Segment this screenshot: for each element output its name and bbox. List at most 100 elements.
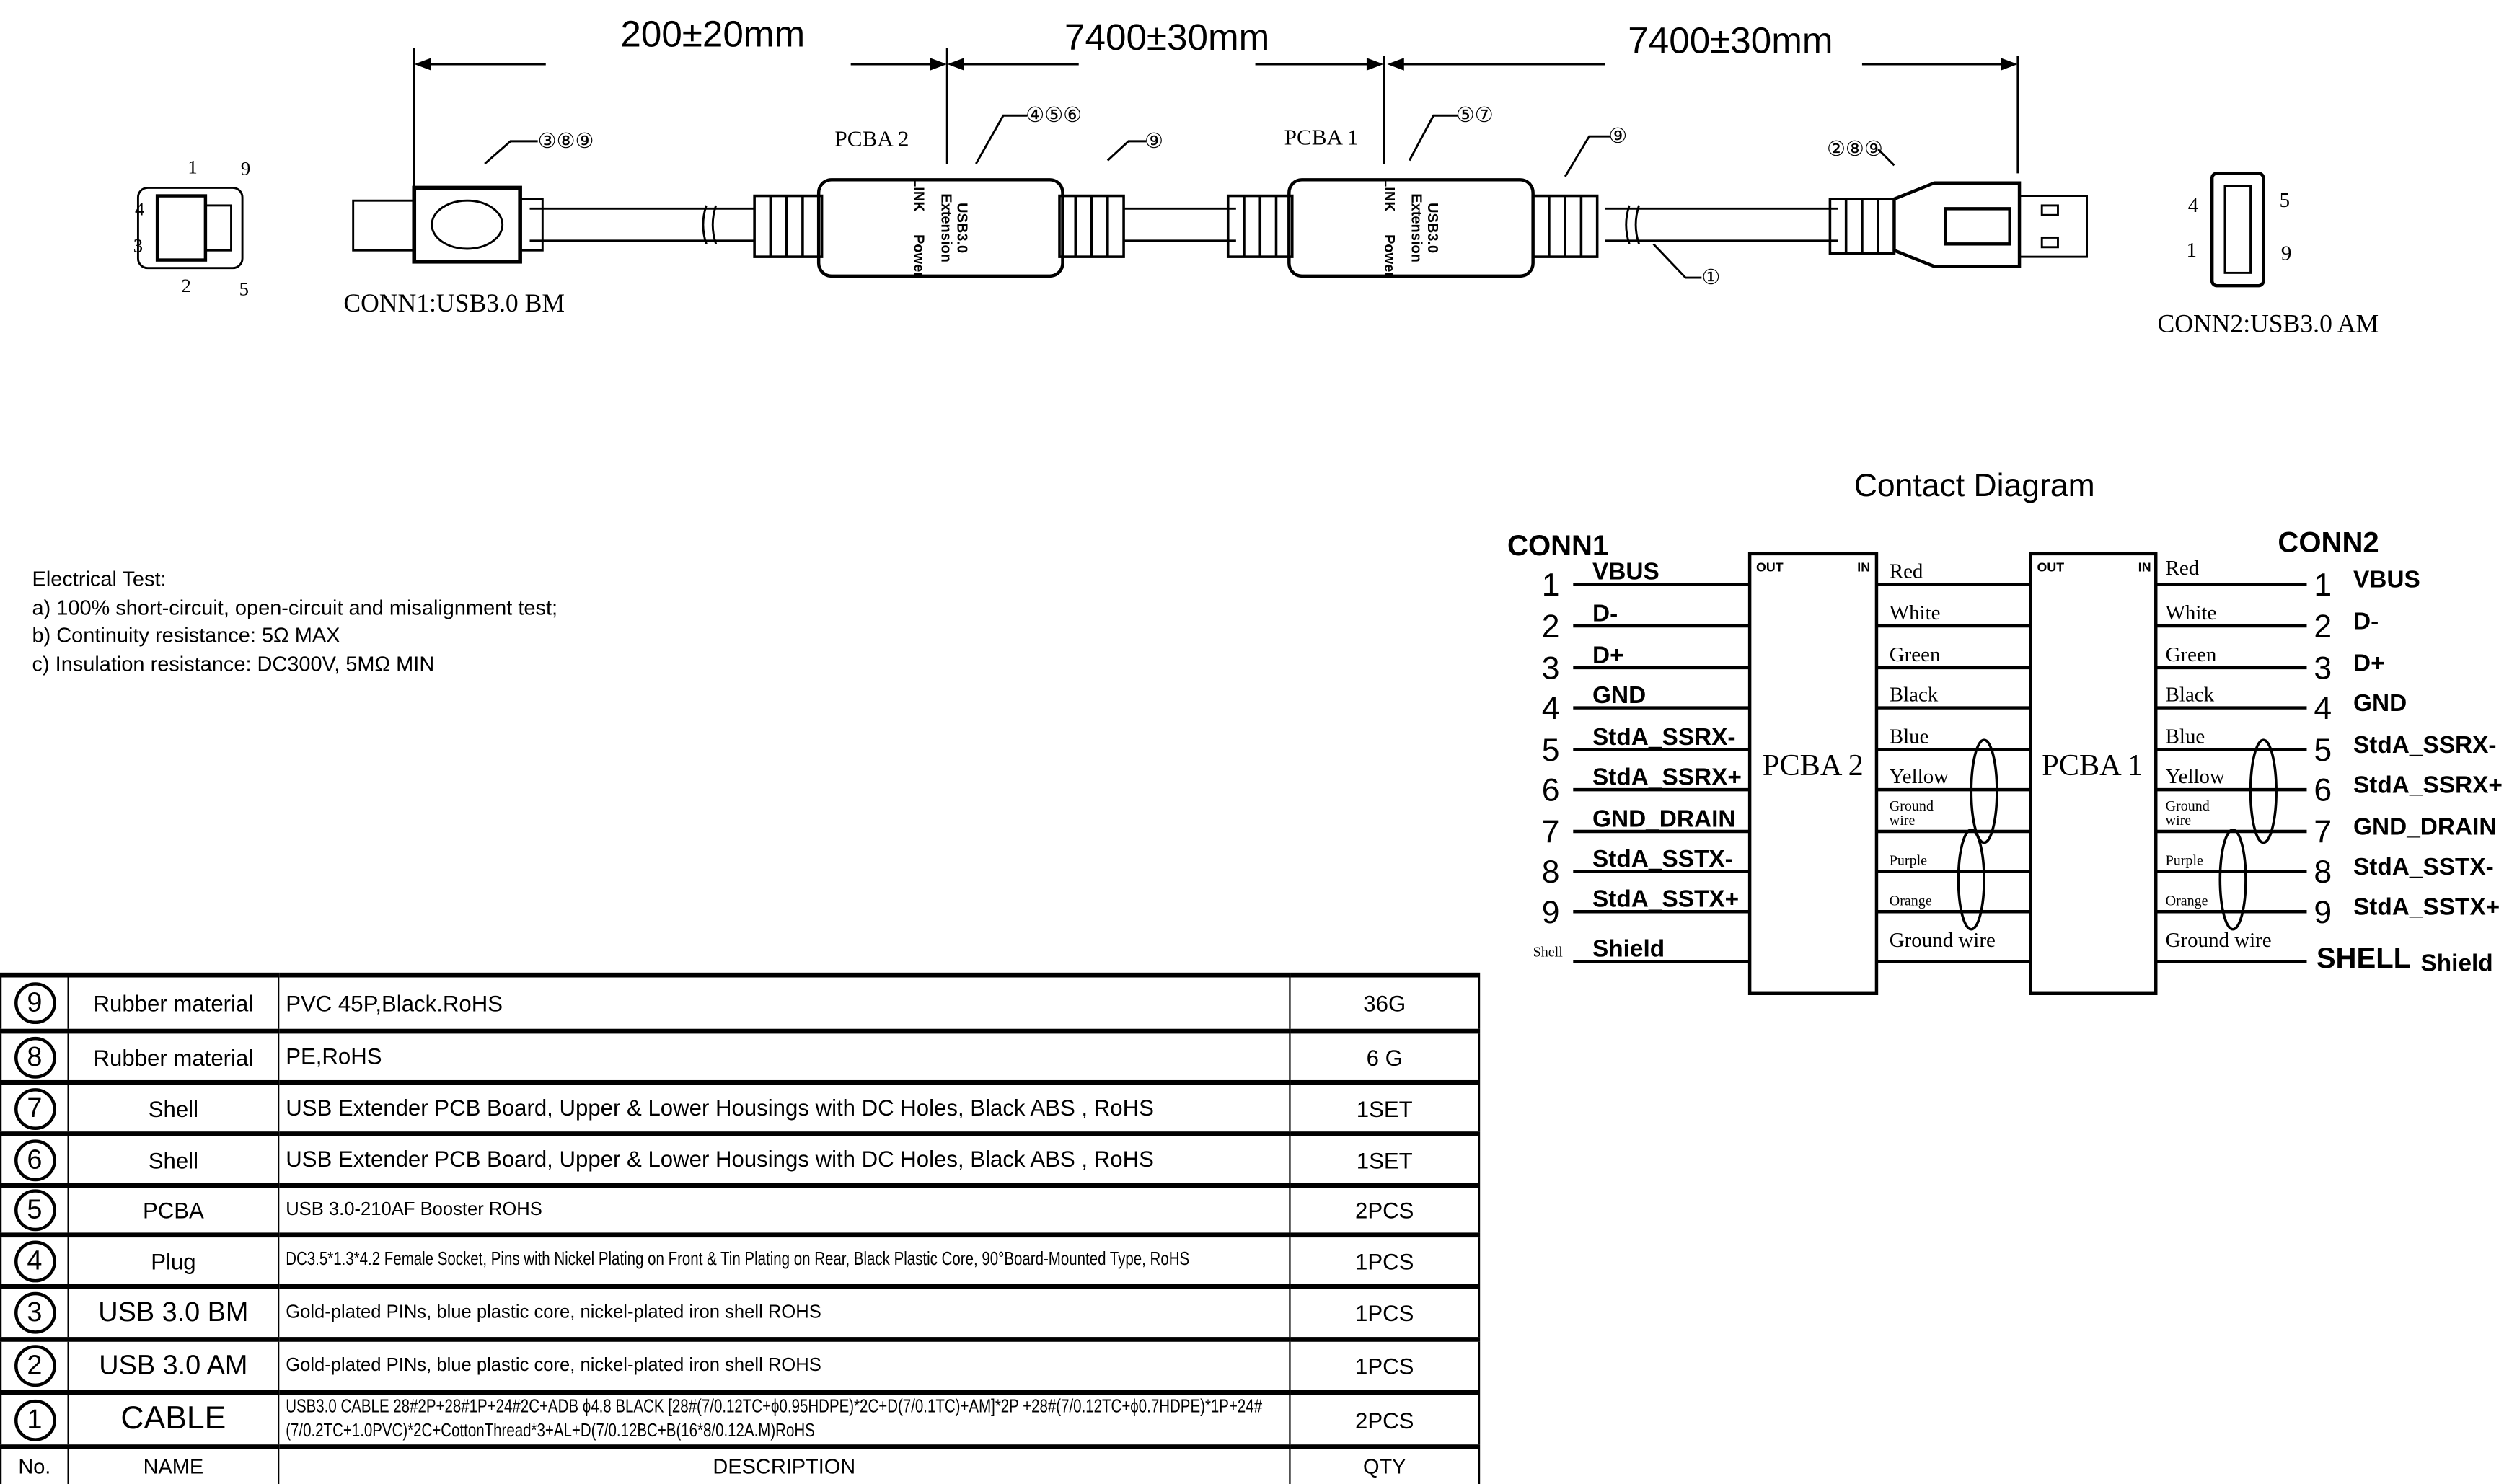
- cable: [529, 205, 1838, 244]
- electrical-test: Electrical Test: a) 100% short-circuit, …: [32, 565, 558, 677]
- pcba1-label: PCBA 1: [1284, 126, 1359, 151]
- wire-color-label: Purple: [1889, 852, 1928, 869]
- conn2-signal-label: D+: [2353, 650, 2385, 678]
- pcba2-label: PCBA 2: [834, 128, 909, 153]
- conn1-signal-label: StdA_SSRX-: [1592, 723, 1736, 751]
- item-number-cell: 4: [0, 1232, 69, 1286]
- pin-number: 1: [2186, 237, 2198, 262]
- item-name: USB 3.0 BM: [67, 1284, 280, 1340]
- item-description: PE,RoHS: [278, 1028, 1291, 1083]
- pin-number: 5: [2279, 187, 2291, 212]
- item-number: 5: [13, 1190, 56, 1232]
- conn1-label: CONN1:USB3.0 BM: [343, 290, 565, 318]
- item-name: Plug: [67, 1232, 280, 1286]
- item-number: 8: [13, 1035, 56, 1078]
- pin-number: 2: [181, 274, 191, 297]
- wire-color-label: Black: [2165, 681, 2215, 707]
- wire-color-label: Ground wire: [1889, 927, 1996, 952]
- item-description: PVC 45P,Black.RoHS: [278, 972, 1291, 1032]
- conn2-heading: CONN2: [2278, 526, 2379, 559]
- conn2-signal-label: StdA_SSRX-: [2353, 731, 2497, 759]
- dimension-line-2: [947, 58, 1384, 71]
- conn1-pin-number: Shell: [1533, 943, 1563, 960]
- conn2-pin-number: SHELL: [2316, 942, 2412, 975]
- item-number-cell: 1: [0, 1390, 69, 1447]
- conn1-heading: CONN1: [1507, 529, 1609, 562]
- conn1-pin-number: 9: [1541, 895, 1560, 931]
- item-number-cell: 2: [0, 1337, 69, 1392]
- power-led-label: Power: [1382, 234, 1398, 278]
- conn1-signal-label: StdA_SSTX+: [1592, 885, 1740, 914]
- wire-color-label: Ground wire: [1889, 798, 1934, 829]
- conn2-pin-number: 2: [2314, 609, 2332, 645]
- electrical-test-item: c) Insulation resistance: DC300V, 5MΩ MI…: [32, 650, 435, 675]
- callout: ⑨: [1608, 123, 1628, 148]
- wire-color-label: Yellow: [2165, 764, 2225, 788]
- dimension-label: 7400±30mm: [1064, 16, 1270, 58]
- item-qty: 1PCS: [1289, 1284, 1481, 1340]
- item-description-text: DC3.5*1.3*4.2 Female Socket, Pins with N…: [286, 1250, 1190, 1270]
- item-number: 3: [13, 1291, 56, 1334]
- conn2-signal-label: GND_DRAIN: [2353, 813, 2497, 842]
- wire-color-label: Orange: [2165, 892, 2208, 909]
- conn2-signal-label: GND: [2353, 690, 2407, 717]
- item-description: Gold-plated PINs, blue plastic core, nic…: [278, 1284, 1291, 1340]
- pcba1-block-label: PCBA 1: [2042, 749, 2143, 784]
- pcba1-module-text: USB3.0 Extension LINK Power: [1381, 178, 1441, 278]
- conn2-signal-label: VBUS: [2353, 566, 2420, 594]
- wire-color-label: Green: [2165, 642, 2217, 666]
- module-title: USB3.0: [954, 202, 971, 254]
- pcba2-module-text: USB3.0 Extension LINK Power: [911, 178, 971, 278]
- conn2-pin-number: 8: [2314, 855, 2332, 891]
- item-number-cell: 6: [0, 1131, 69, 1185]
- conn1-pin-number: 8: [1541, 855, 1560, 891]
- header-name: NAME: [67, 1444, 280, 1484]
- conn1-pin-number: 5: [1541, 733, 1560, 769]
- pin-number: 9: [2280, 240, 2292, 265]
- link-led-label: LINK: [1382, 178, 1398, 212]
- item-qty: 36G: [1289, 972, 1481, 1032]
- pcba2-housing: [816, 178, 1064, 278]
- wire-color-label: Yellow: [1889, 764, 1949, 788]
- pin-number: 4: [2187, 193, 2199, 217]
- wire-color-label: Blue: [1889, 723, 1929, 748]
- header-qty: QTY: [1289, 1444, 1481, 1484]
- conn1-signal-label: StdA_SSTX-: [1592, 845, 1733, 873]
- conn1-pin-number: 6: [1541, 773, 1560, 809]
- usb-bm-plug: [352, 185, 544, 264]
- item-number: 6: [13, 1139, 56, 1181]
- power-led-label: Power: [911, 234, 928, 278]
- conn2-pin-number: 1: [2314, 567, 2332, 604]
- out-label: OUT: [2037, 560, 2065, 575]
- callout: ④⑤⑥: [1026, 102, 1083, 127]
- contact-diagram-lines: [1573, 552, 2307, 995]
- callout-leaders: [484, 114, 1895, 279]
- item-number: 1: [13, 1398, 56, 1441]
- item-number-cell: 8: [0, 1028, 69, 1083]
- pcba2-block-label: PCBA 2: [1762, 749, 1864, 784]
- wire-color-label: White: [1889, 600, 1941, 624]
- item-qty: 6 G: [1289, 1028, 1481, 1083]
- wire-color-label: Red: [1889, 558, 1923, 583]
- conn2-signal-label: D-: [2353, 608, 2379, 636]
- item-number-cell: 9: [0, 972, 69, 1032]
- wire-color-label: Orange: [1889, 892, 1932, 909]
- conn2-pin-number: 3: [2314, 651, 2332, 687]
- conn2-signal-label: StdA_SSTX+: [2353, 893, 2500, 922]
- conn1-signal-label: D+: [1592, 642, 1624, 670]
- item-description: USB Extender PCB Board, Upper & Lower Ho…: [278, 1079, 1291, 1134]
- conn1-signal-label: GND_DRAIN: [1592, 805, 1736, 834]
- pcba1-housing: [1287, 178, 1535, 278]
- conn1-signal-label: GND: [1592, 681, 1647, 710]
- callout: ⑤⑦: [1455, 102, 1494, 127]
- in-label: IN: [2138, 560, 2151, 575]
- item-description-text: USB3.0 CABLE 28#2P+28#1P+24#2C+ADB ϕ4.8 …: [286, 1397, 1263, 1441]
